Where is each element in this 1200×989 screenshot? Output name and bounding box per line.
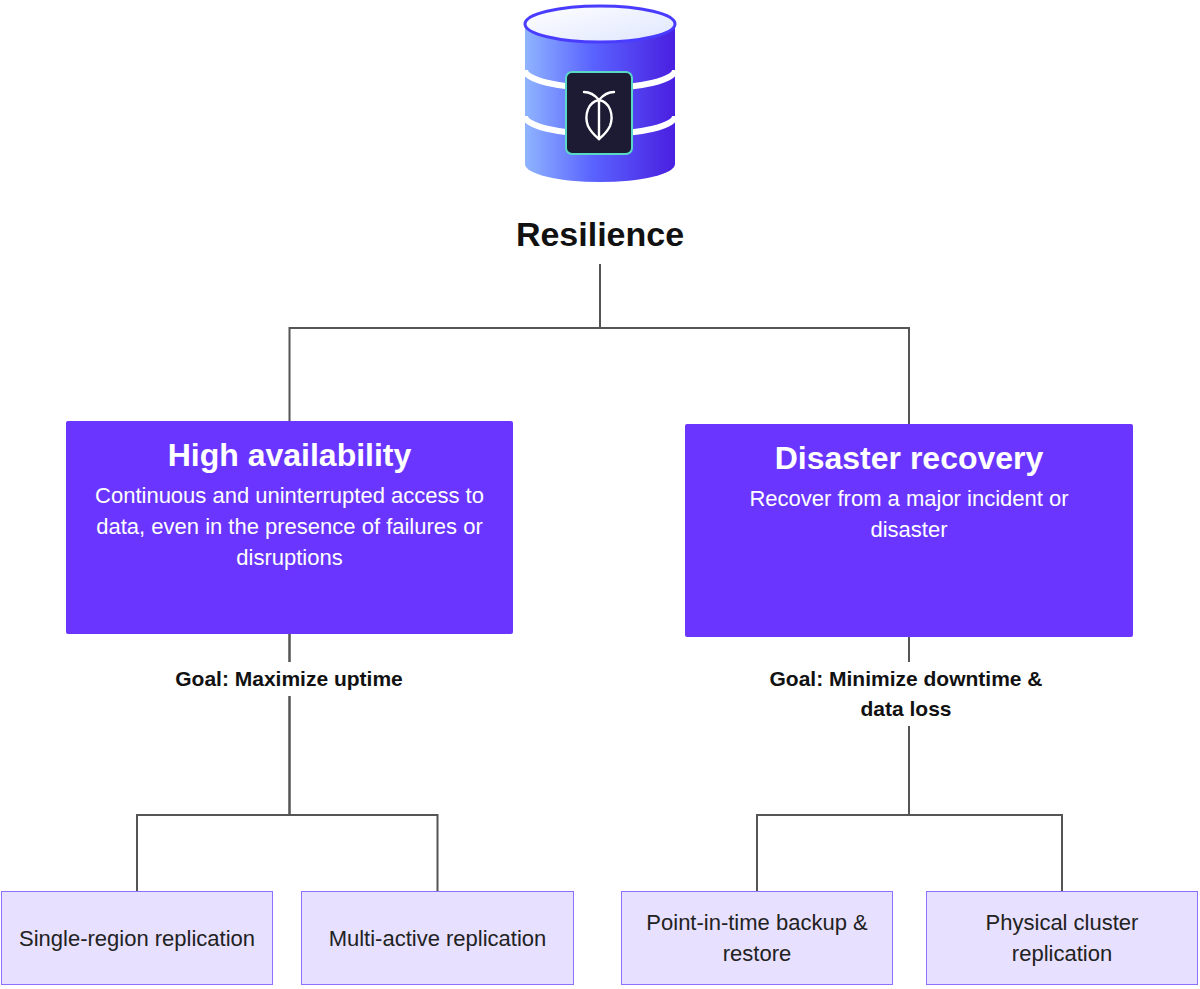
method-box: Point-in-time backup & restore [621, 891, 893, 985]
node-title: Point-in-time backup & restore [636, 907, 878, 969]
node-title: Physical cluster replication [941, 907, 1183, 969]
node-title: Resilience [516, 215, 684, 254]
goal-label: Goal: Minimize downtime & data loss [759, 662, 1053, 726]
logo-tile [566, 72, 632, 154]
tree-connector [600, 264, 909, 424]
cylinder-body [525, 24, 675, 182]
tree-connector [290, 264, 601, 421]
cylinder-top [525, 6, 675, 42]
node-title: Disaster recovery [775, 440, 1044, 477]
node-title: Single-region replication [19, 923, 255, 954]
node-title: Multi-active replication [329, 923, 547, 954]
node-title: High availability [168, 437, 412, 474]
logo-mark [584, 92, 614, 139]
node-body: Continuous and uninterrupted access to d… [92, 480, 487, 573]
category-box: High availabilityContinuous and uninterr… [66, 421, 513, 634]
node-body: Recover from a major incident or disaste… [711, 483, 1107, 545]
connector-line [600, 264, 909, 424]
database-icon [510, 0, 690, 190]
category-box: Disaster recoveryRecover from a major in… [685, 424, 1133, 637]
method-box: Physical cluster replication [926, 891, 1198, 985]
connector-line [290, 264, 601, 421]
method-box: Multi-active replication [301, 891, 574, 985]
method-box: Single-region replication [1, 891, 273, 985]
root-node: Resilience [450, 0, 750, 258]
goal-label: Goal: Maximize uptime [169, 662, 409, 696]
